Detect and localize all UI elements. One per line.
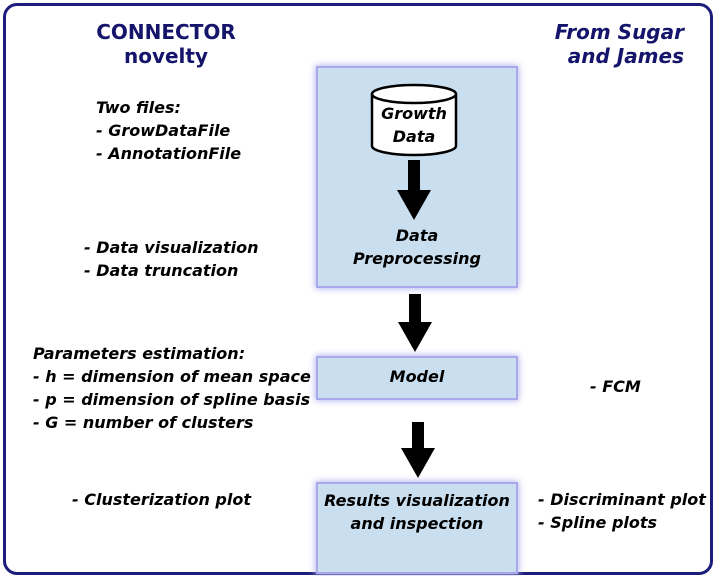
heading-sugar-james: From Sugar and James (500, 20, 684, 68)
results-box: Results visualization and inspection (318, 484, 516, 572)
arrow-preprocessing-to-model (398, 294, 432, 352)
note-line: - Clusterization plot (72, 490, 251, 509)
note-line: - Data visualization (84, 238, 259, 257)
heading-line: novelty (123, 44, 209, 68)
box-label-line: Data (392, 127, 436, 146)
note-line: - G = number of clusters (33, 413, 254, 432)
model-label: Model (318, 365, 516, 388)
note-line: - Discriminant plot (538, 490, 706, 509)
heading-line: and James (567, 44, 684, 68)
heading-connector-novelty: CONNECTOR novelty (60, 20, 272, 68)
arrow-database-to-preprocessing (397, 160, 431, 220)
box-label-line: Model (389, 367, 445, 386)
heading-line: CONNECTOR (96, 20, 236, 44)
preprocessing-label: Data Preprocessing (318, 224, 516, 270)
box-label-line: Results visualization (324, 491, 510, 510)
outer-frame (3, 3, 713, 575)
note-line: - FCM (590, 377, 641, 396)
note-line: - Data truncation (84, 261, 239, 280)
note-line: - p = dimension of spline basis (33, 390, 311, 409)
box-label-line: and inspection (350, 514, 484, 533)
note-result-plots: - Discriminant plot - Spline plots (538, 488, 706, 534)
note-line: - GrowDataFile (96, 121, 231, 140)
note-parameters: Parameters estimation: - h = dimension o… (33, 342, 311, 434)
arrow-model-to-results (401, 422, 435, 478)
note-input-files: Two files: - GrowDataFile - AnnotationFi… (96, 96, 241, 165)
box-label-line: Growth (381, 104, 447, 123)
note-line: - AnnotationFile (96, 144, 242, 163)
box-label-line: Preprocessing (352, 249, 482, 268)
note-clusterization-plot: - Clusterization plot (72, 488, 251, 511)
note-line: Parameters estimation: (33, 344, 246, 363)
results-label: Results visualization and inspection (318, 489, 516, 535)
note-line: Two files: (96, 98, 181, 117)
note-line: - h = dimension of mean space (33, 367, 311, 386)
box-label-line: Data (395, 226, 439, 245)
model-box: Model (318, 358, 516, 398)
note-line: - Spline plots (538, 513, 658, 532)
note-fcm: - FCM (590, 375, 641, 398)
database-cylinder-icon (370, 83, 458, 157)
database-label: Growth Data (372, 102, 456, 148)
heading-line: From Sugar (554, 20, 684, 44)
note-preprocessing: - Data visualization - Data truncation (84, 236, 259, 282)
